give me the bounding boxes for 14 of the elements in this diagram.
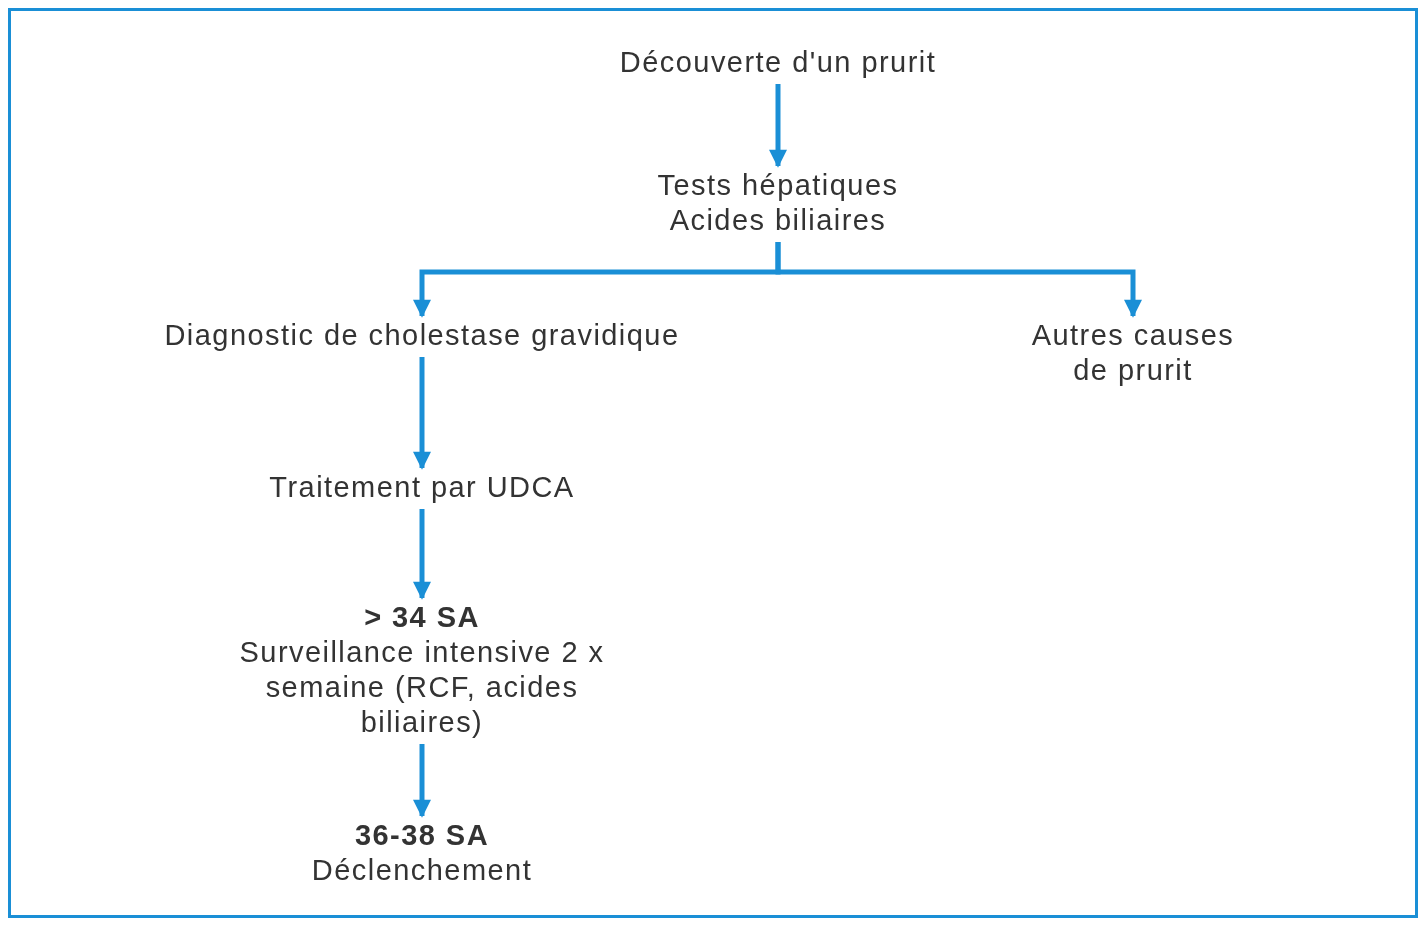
arrow xyxy=(769,84,787,168)
arrow xyxy=(775,242,1142,318)
node-text: Découverte d'un prurit xyxy=(619,45,937,80)
node-heading: > 34 SA xyxy=(364,600,480,635)
node-heading: 36-38 SA xyxy=(354,818,490,853)
node-text: Autres causes de prurit xyxy=(1030,318,1236,388)
node-text: Tests hépatiques Acides biliaires xyxy=(656,168,900,238)
arrow xyxy=(413,509,431,600)
node-text: Traitement par UDCA xyxy=(269,470,575,505)
node-text: Déclenchement xyxy=(311,853,533,888)
arrow xyxy=(413,357,431,470)
node-text: Surveillance intensive 2 x semaine (RCF, acides biliaires) xyxy=(238,635,606,740)
node-text: Diagnostic de cholestase gravidique xyxy=(164,318,680,353)
arrow xyxy=(413,744,431,818)
